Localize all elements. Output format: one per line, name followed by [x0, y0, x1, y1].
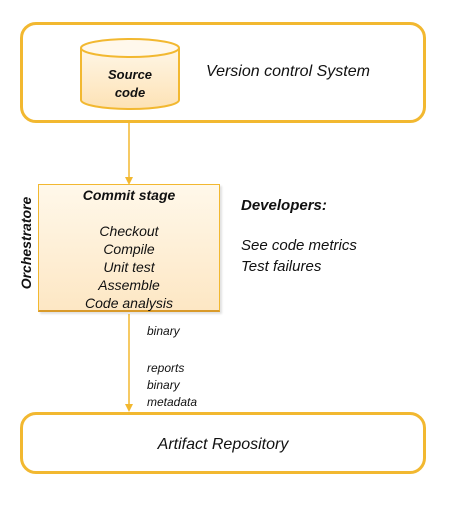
source-code-label: Source code — [107, 67, 153, 100]
step-compile: Compile — [103, 241, 155, 257]
flow-label-binary-2: binary — [147, 378, 180, 392]
step-code-analysis: Code analysis — [85, 295, 173, 311]
artifact-repository-box — [20, 412, 426, 474]
developers-item-code-metrics: See code metrics — [241, 237, 357, 254]
flow-label-reports: reports — [147, 361, 185, 375]
commit-stage-box — [38, 184, 220, 312]
step-unit-test: Unit test — [103, 259, 155, 275]
step-checkout: Checkout — [99, 223, 159, 239]
step-assemble: Assemble — [98, 277, 160, 293]
version-control-label: Version control System — [206, 63, 370, 80]
commit-stage-title: Commit stage — [82, 187, 176, 203]
orchestrator-label: Orchestratore — [18, 196, 34, 290]
developers-item-test-failures: Test failures — [241, 258, 322, 275]
flow-label-metadata: metadata — [147, 395, 198, 409]
artifact-repository-label: Artifact Repository — [157, 436, 289, 453]
source-code-cylinder — [80, 38, 180, 110]
flow-label-binary: binary — [147, 324, 180, 338]
developers-heading: Developers: — [241, 197, 327, 214]
